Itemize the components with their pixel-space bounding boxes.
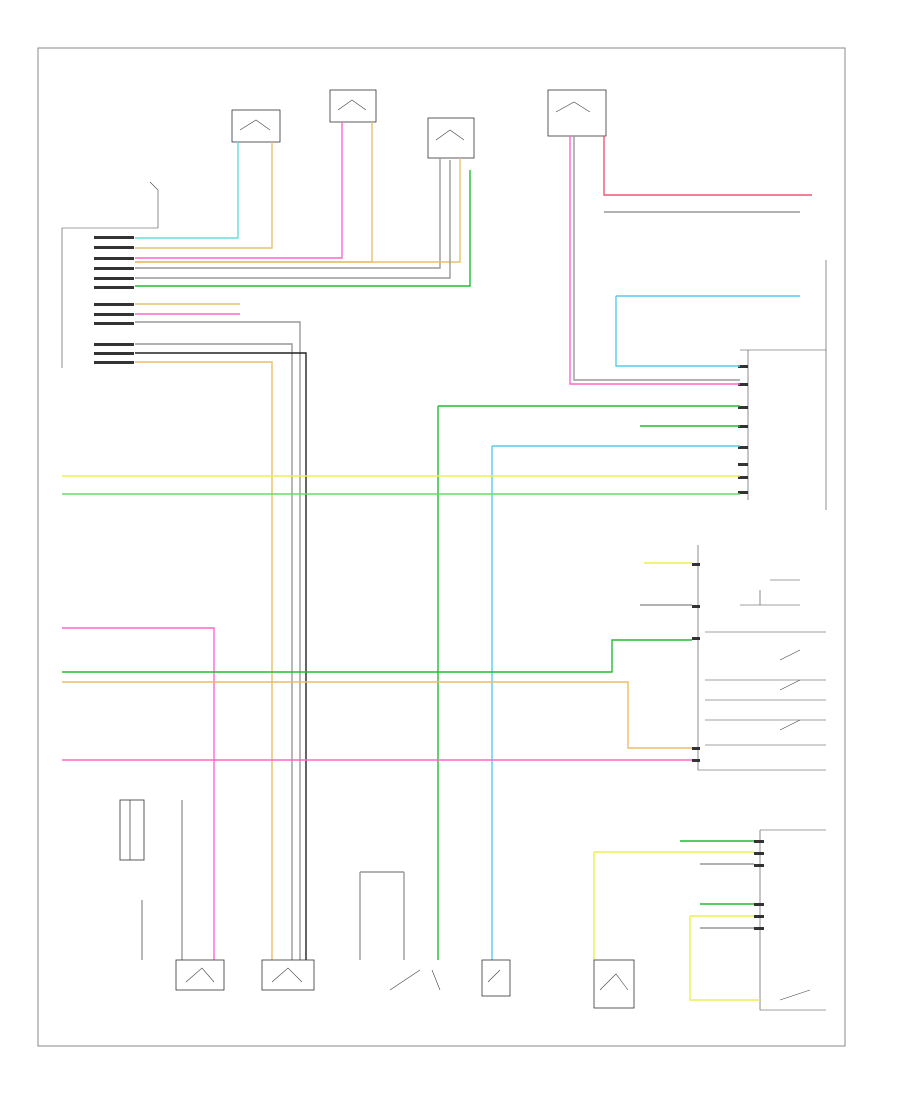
bottom-switches	[119, 799, 635, 1009]
fuel-door-lock-actuator	[231, 109, 281, 143]
left-rear-door-module	[738, 260, 827, 510]
liftgate-switches-panel	[692, 545, 826, 771]
fuel-door-switch	[329, 89, 377, 123]
body-control-module	[61, 181, 159, 368]
liftgate-latch-assembly	[547, 89, 607, 137]
wire-harness	[62, 122, 812, 1001]
liftgate-handle-switch	[427, 117, 475, 159]
diagram-border	[37, 47, 846, 1047]
passenger-door-switches	[754, 829, 826, 1011]
